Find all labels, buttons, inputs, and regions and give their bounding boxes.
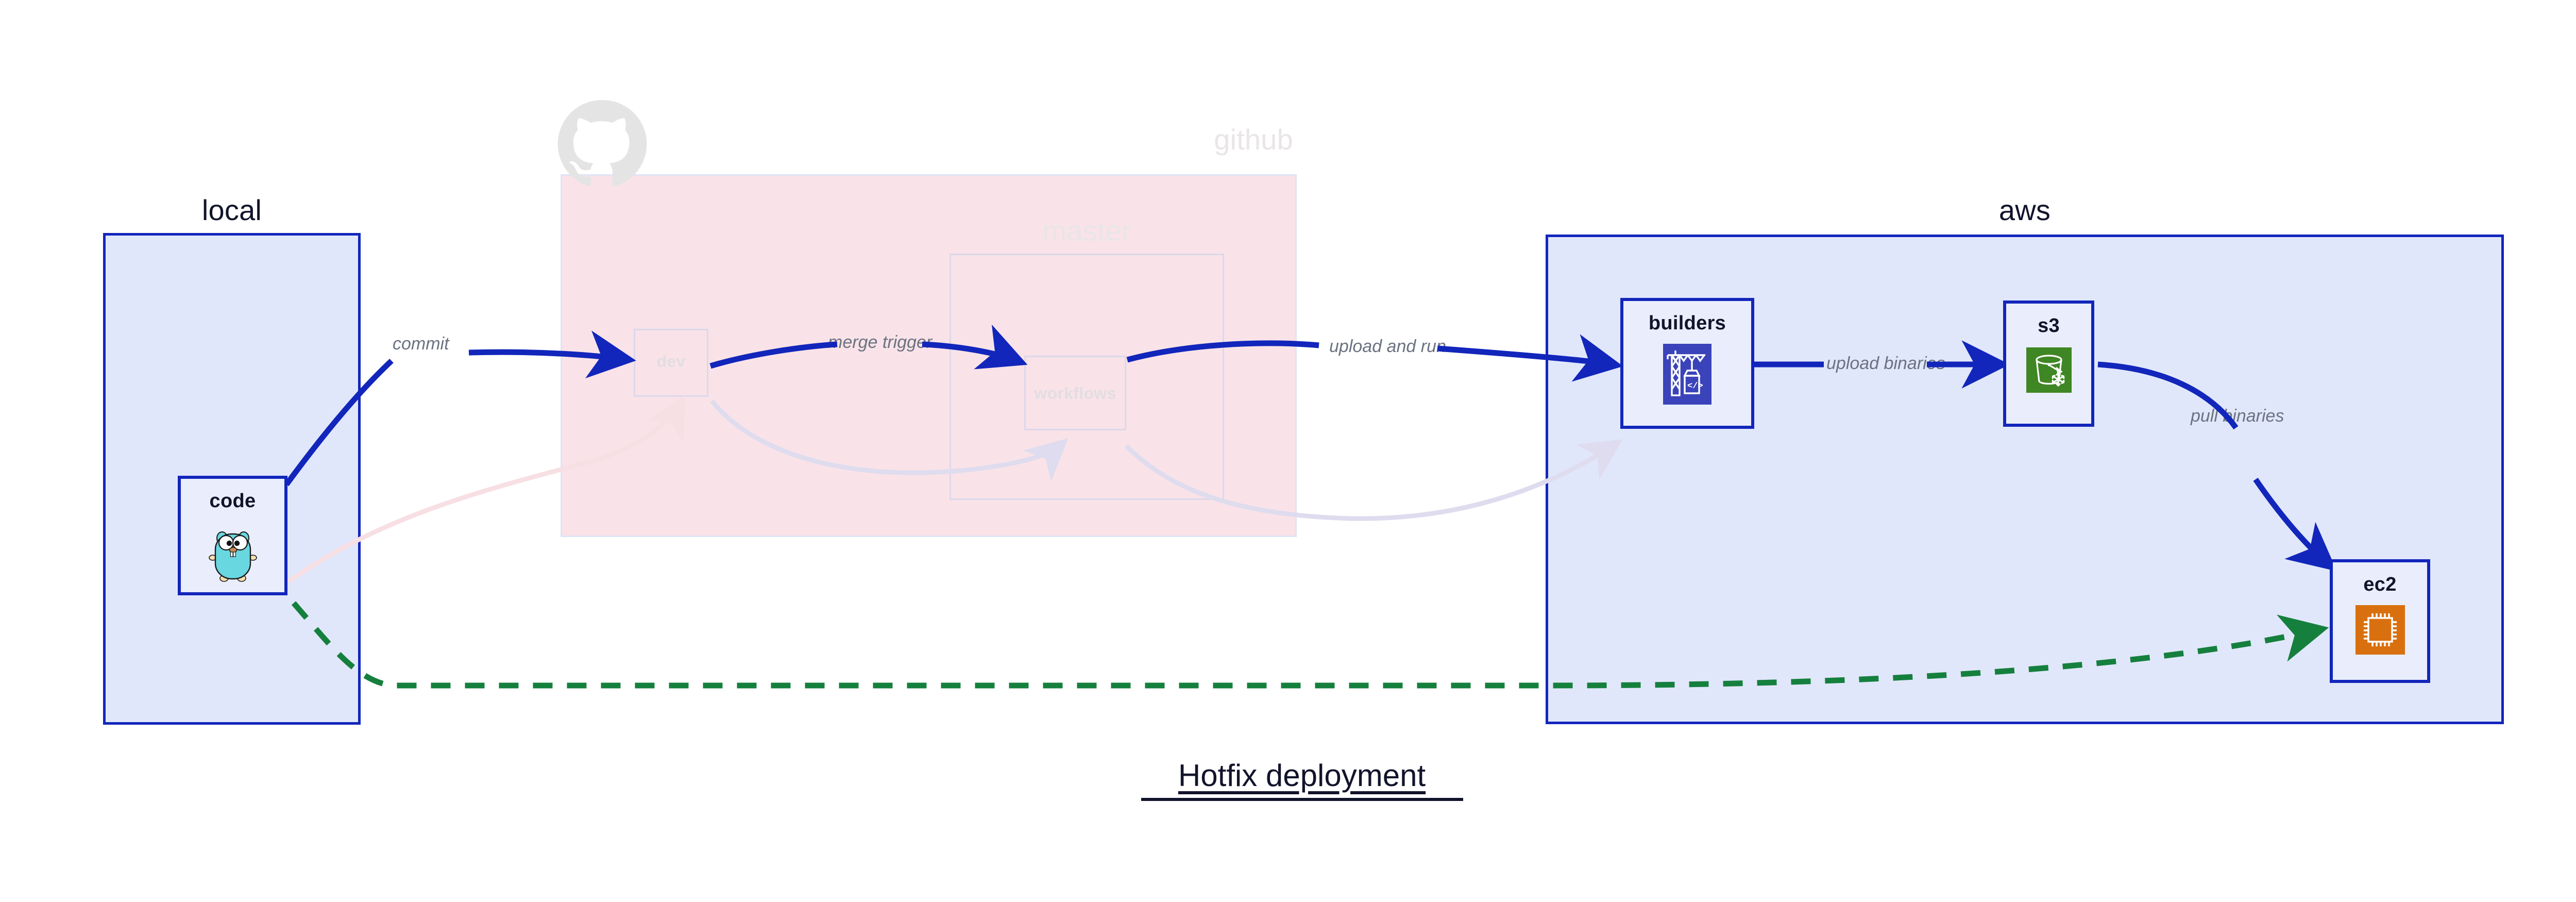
- edge-merge-trigger: [709, 341, 838, 369]
- node-label-dev: dev: [656, 352, 686, 371]
- node-label-ec2: ec2: [2363, 574, 2397, 595]
- node-label-workflows: workflows: [1034, 384, 1116, 403]
- ghost-edge-workflows-builders: [1124, 439, 1623, 521]
- svg-text:</>: </>: [1687, 381, 1703, 391]
- group-github: [561, 174, 1297, 537]
- edge-label-upload-binaries: upload binaries: [1826, 354, 1945, 373]
- node-s3[interactable]: s3: [2003, 300, 2094, 427]
- node-builders[interactable]: builders <: [1620, 298, 1754, 429]
- edge-commit-tail: [468, 330, 636, 379]
- edge-hotfix-direct: [291, 601, 2329, 689]
- edge-label-pull-binaries: pull binaries: [2191, 406, 2284, 426]
- node-label-s3: s3: [2038, 315, 2060, 337]
- diagram-title: Hotfix deployment: [1178, 758, 1426, 793]
- node-code[interactable]: code: [178, 476, 287, 595]
- node-label-builders: builders: [1648, 312, 1726, 334]
- aws-ec2-icon: [2355, 605, 2405, 657]
- aws-s3-glacier-icon: [2026, 347, 2072, 395]
- node-ec2[interactable]: ec2: [2330, 559, 2430, 683]
- aws-codebuild-icon: </>: [1663, 344, 1711, 407]
- edge-label-commit: commit: [393, 334, 449, 354]
- edge-pull-binaries-tail: [2253, 477, 2337, 572]
- ghost-edge-code-dev: [287, 395, 686, 583]
- group-label-aws: aws: [1998, 194, 2051, 226]
- group-master: [950, 254, 1224, 500]
- group-label-master: master: [1042, 214, 1131, 247]
- node-workflows[interactable]: workflows: [1024, 356, 1126, 430]
- edge-commit: [284, 358, 394, 487]
- edge-label-upload-and-run: upload and run: [1329, 337, 1446, 356]
- group-label-local: local: [201, 194, 262, 226]
- ghost-edge-dev-workflows: [710, 399, 1069, 482]
- go-gopher-icon: [208, 526, 258, 585]
- group-label-github: github: [1214, 123, 1293, 156]
- edge-label-merge-trigger: merge trigger: [828, 332, 933, 352]
- node-label-code: code: [209, 490, 256, 512]
- diagram-title-underline: [1141, 798, 1463, 801]
- edge-pull-binaries: [2097, 361, 2239, 430]
- edge-merge-trigger-tail: [922, 324, 1028, 370]
- edge-upload-and-run-tail: [1437, 334, 1623, 382]
- edge-upload-and-run: [1126, 340, 1319, 363]
